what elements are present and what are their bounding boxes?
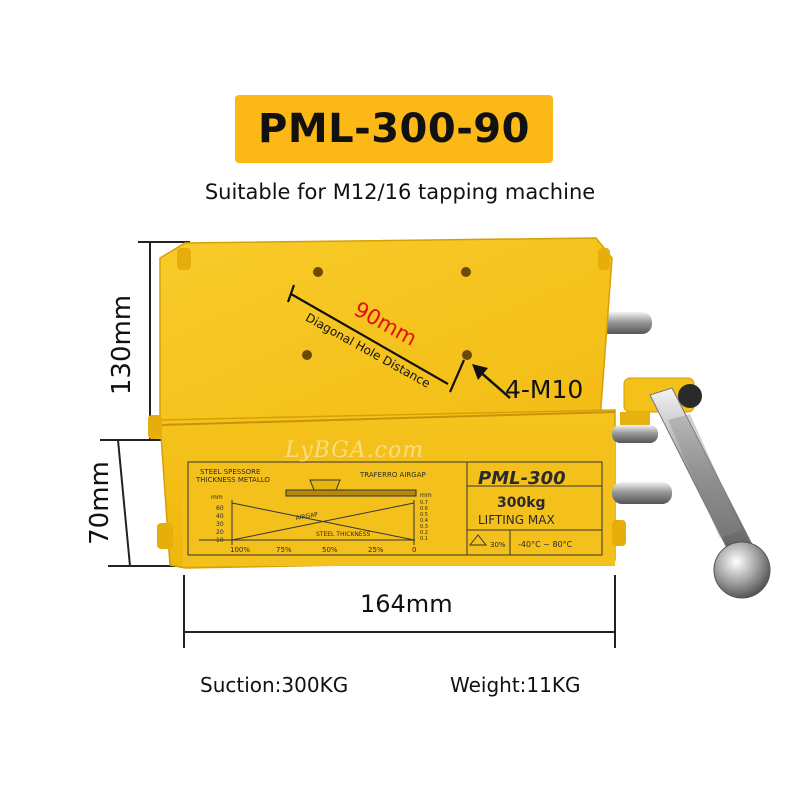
plate-xtick-1: 100% (230, 546, 250, 554)
plate-xtick-4: 25% (368, 546, 384, 554)
suction-spec: Suction:300KG (200, 673, 349, 697)
plate-ytick-2: 40 (216, 513, 224, 520)
plate-ytick-1: 60 (216, 505, 224, 512)
plate-model: PML-300 (478, 468, 566, 489)
plate-mm-left: mm (211, 494, 223, 501)
rear-rod (600, 312, 652, 334)
plate-xtick-2: 75% (276, 546, 292, 554)
hole-1 (313, 267, 323, 277)
handle-ball (713, 541, 771, 599)
subtitle: Suitable for M12/16 tapping machine (204, 180, 596, 204)
plate-xtick-5: 0 (412, 546, 416, 554)
spec-plate-text: STEEL SPESSORE THICKNESS METALLO TRAFERR… (195, 468, 573, 554)
plate-temp: -40°C ~ 80°C (518, 540, 573, 549)
diagonal-dimension (286, 284, 466, 393)
dim-70mm-label: 70mm (85, 461, 115, 545)
dim-164mm-label: 164mm (360, 590, 453, 618)
plate-rtick-7: 0.1 (420, 536, 428, 542)
model-badge-text: PML-300-90 (258, 106, 530, 152)
hole-3 (302, 350, 312, 360)
magnet-body (148, 237, 626, 569)
plate-rtick-2: 0.6 (420, 506, 428, 512)
plate-ytick-3: 30 (216, 521, 224, 528)
plate-capacity: 300kg (497, 495, 546, 511)
plate-airgap-axis: AIRGAP (295, 511, 319, 522)
plate-rtick-5: 0.3 (420, 524, 428, 530)
dimension-164mm (183, 575, 616, 648)
plate-rtick-1: 0.7 (420, 500, 428, 506)
bolt-label: 4-M10 (505, 375, 584, 404)
plate-thickness-header: THICKNESS METALLO (195, 476, 270, 484)
plate-lifting: LIFTING MAX (478, 513, 555, 527)
plate-airgap-header: TRAFERRO AIRGAP (359, 471, 426, 479)
spec-plate (187, 461, 603, 556)
dim-130mm-label: 130mm (107, 295, 137, 395)
weight-spec: Weight:11KG (450, 673, 581, 697)
plate-steel-thickness-axis: STEEL THICKNESS (316, 531, 370, 538)
hole-2 (461, 267, 471, 277)
plate-percent: 30% (490, 541, 506, 549)
bolt-arrow (472, 364, 511, 399)
plate-xtick-3: 50% (322, 546, 338, 554)
plate-mm-right: mm (420, 492, 432, 499)
watermark: LyBGA.com (285, 438, 425, 463)
plate-rtick-4: 0.4 (420, 518, 428, 524)
plate-ytick-4: 20 (216, 529, 224, 536)
plate-steel-header: STEEL SPESSORE (200, 468, 260, 476)
plate-rtick-6: 0.2 (420, 530, 428, 536)
model-badge: PML-300-90 (235, 95, 553, 163)
lever-handle (612, 377, 771, 599)
plate-rtick-3: 0.5 (420, 512, 428, 518)
hole-4 (462, 350, 472, 360)
plate-ytick-5: 10 (216, 537, 224, 544)
